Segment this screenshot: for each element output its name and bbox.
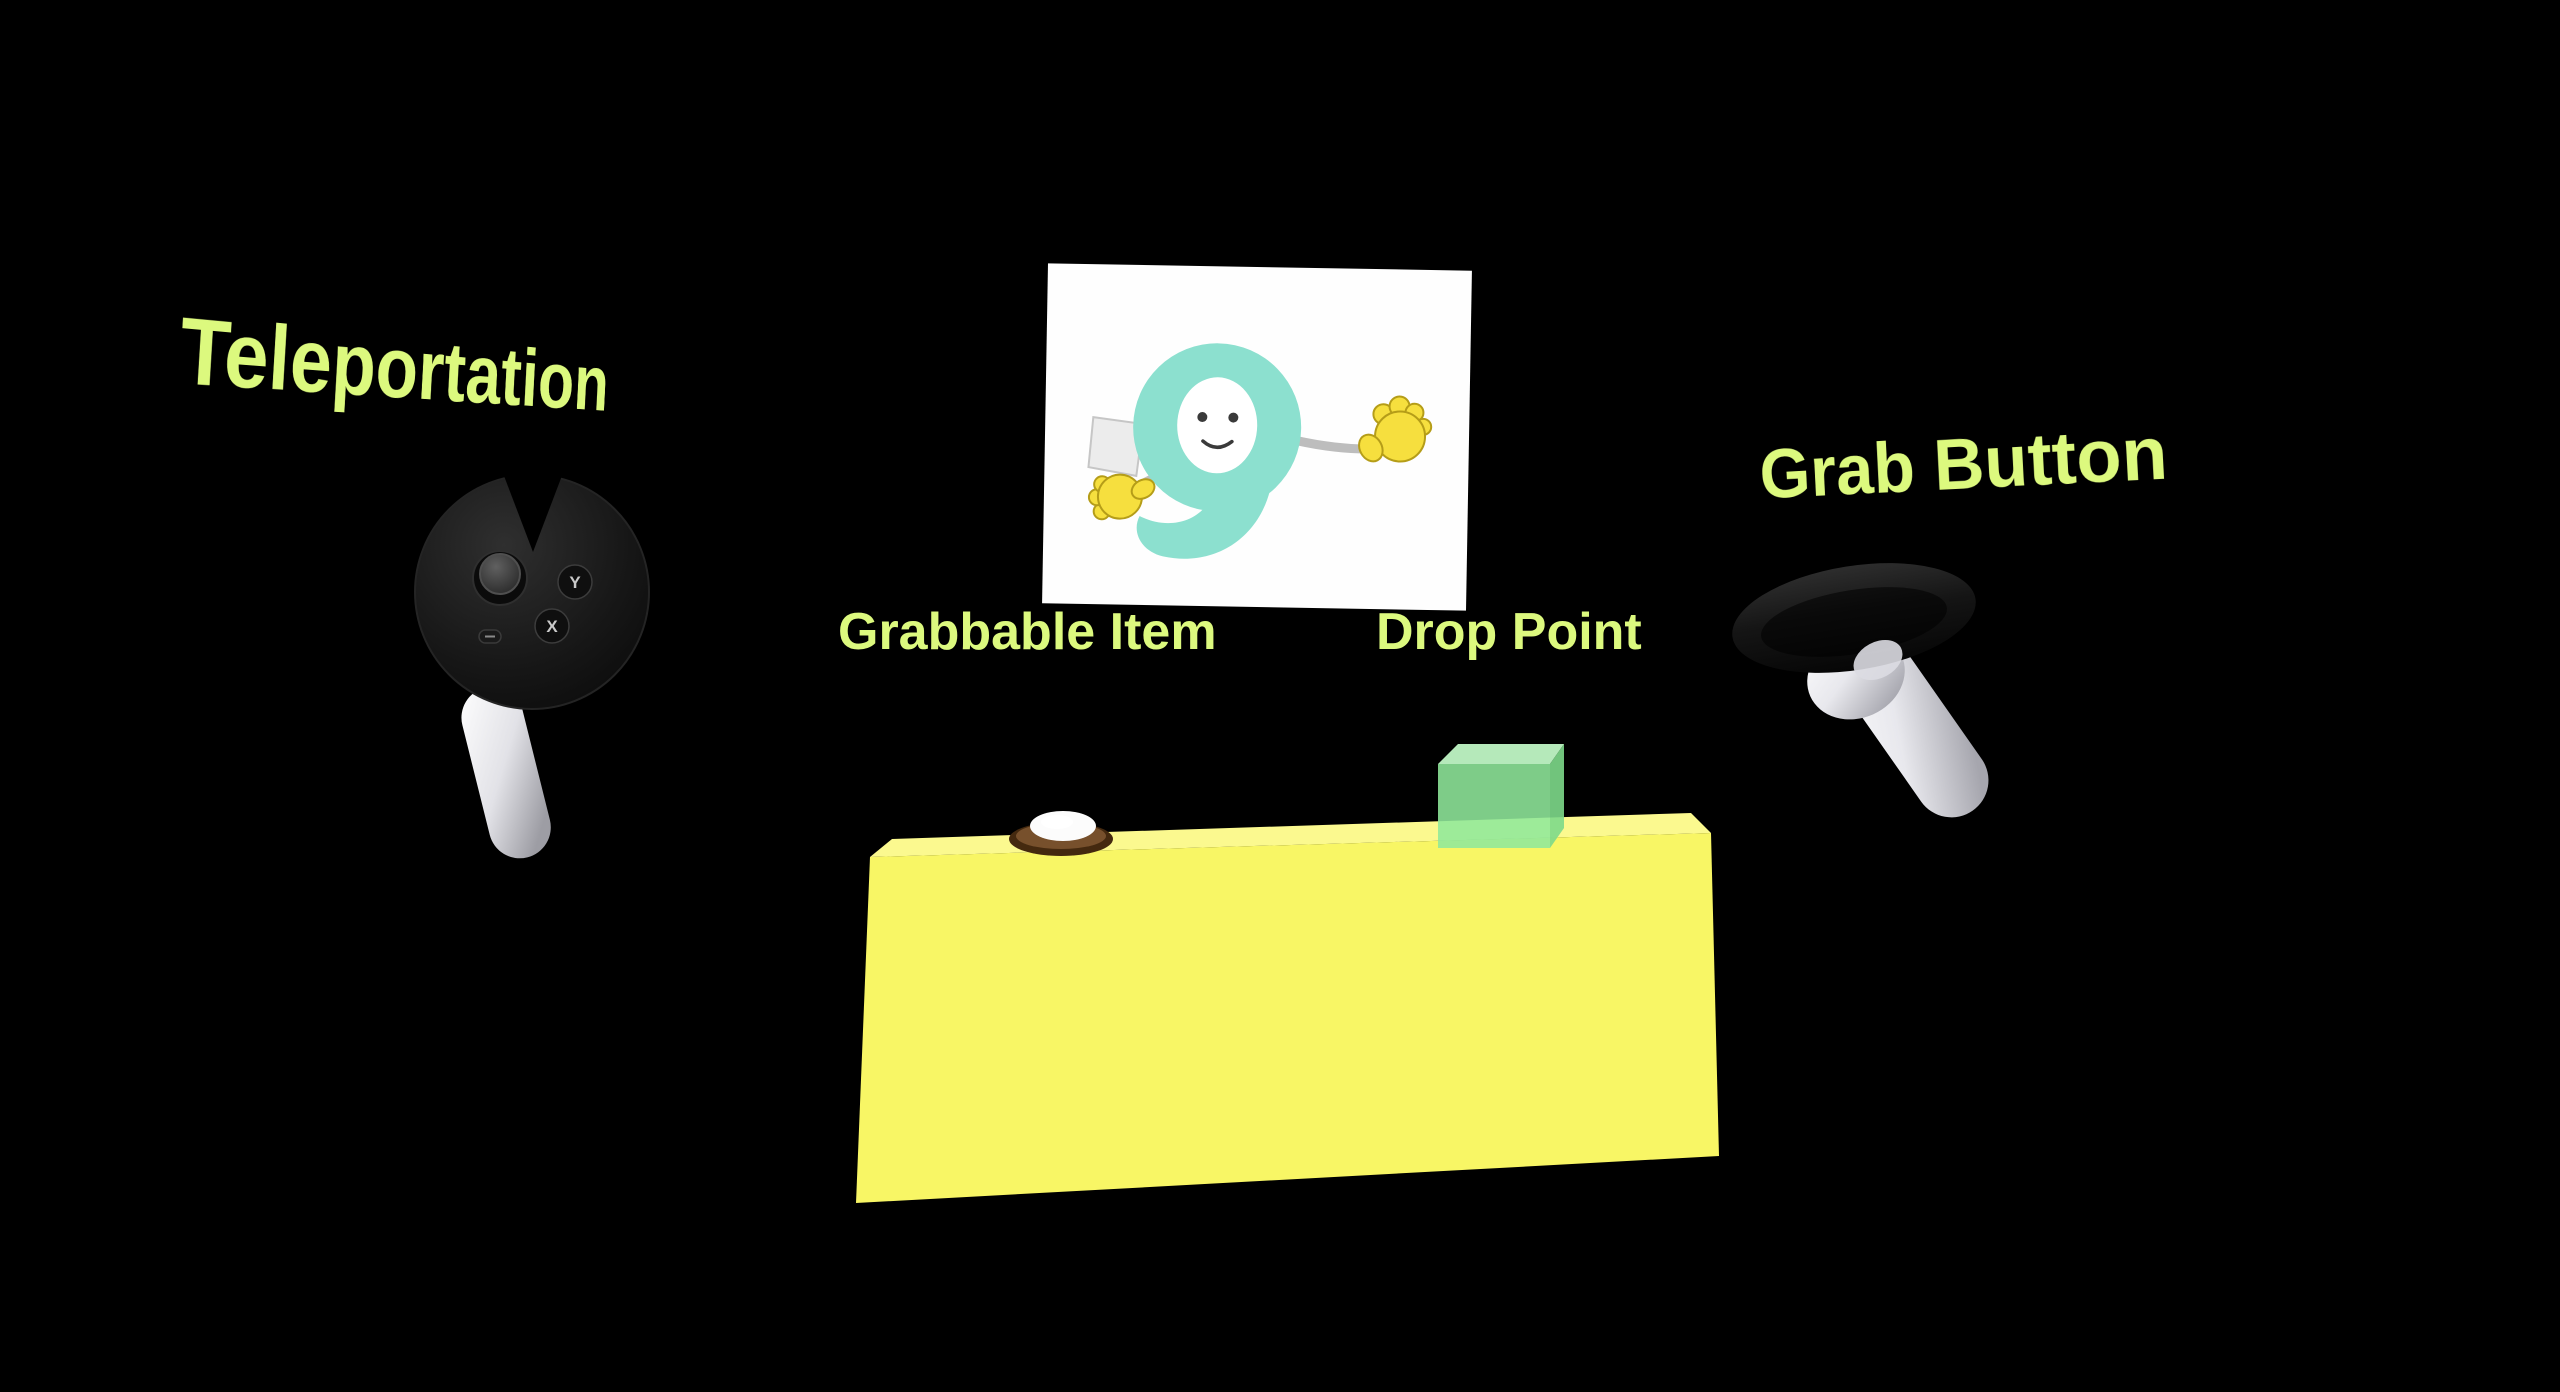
y-button-label: Y [569,573,581,592]
table-front-face [856,833,1719,1203]
drop-point-cube[interactable] [1420,728,1600,858]
grab-button-label: Grab Button [1758,411,2170,515]
grabbable-item-plate[interactable] [995,795,1135,865]
mascot-illustration [1042,263,1472,610]
x-button-label: X [546,617,558,636]
left-controller: Y X [405,460,675,870]
table [840,800,1740,1220]
mascot-right-glove [1354,396,1432,467]
left-joystick[interactable] [480,554,520,594]
teleportation-label: Teleportation [177,296,611,429]
salt-highlight [1041,815,1073,829]
mascot-left-glove [1089,474,1159,520]
grabbable-item-label: Grabbable Item [838,602,1217,662]
cube-top-face [1438,744,1564,764]
cube-front-face [1438,764,1550,848]
mascot-poster [1042,263,1472,610]
drop-point-label: Drop Point [1376,602,1642,662]
right-controller [1728,552,2028,842]
